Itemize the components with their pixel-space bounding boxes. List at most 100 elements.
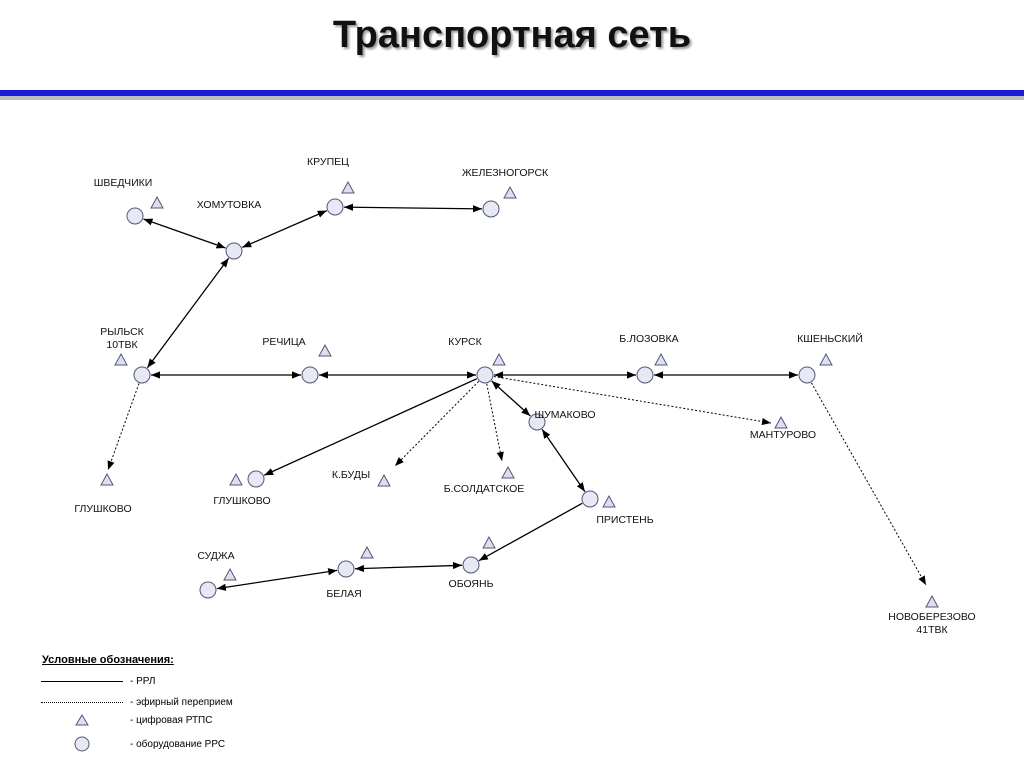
rrs-circle-icon: [301, 366, 319, 384]
node-label: ОБОЯНЬ: [449, 578, 494, 590]
rtps-triangle-icon: [377, 473, 391, 487]
node-label: КШЕНЬСКИЙ: [797, 332, 863, 345]
rrl-link-pristen-oboyan: [478, 502, 583, 562]
rrl-link-belaya-sudzha: [216, 568, 338, 591]
rtps-triangle-icon: [341, 180, 355, 194]
rrl-link-shvedchiki-khomutovka: [143, 218, 226, 249]
legend-rrs: - оборудование РРС: [40, 735, 225, 753]
triangle-icon: [75, 714, 89, 726]
rtps-triangle-icon: [223, 567, 237, 581]
node-glushkovo2: ГЛУШКОВО: [213, 470, 271, 507]
legend-rtps: - цифровая РТПС: [40, 711, 212, 729]
rrs-circle-icon: [482, 200, 500, 218]
node-rechitsa: РЕЧИЦА: [262, 336, 332, 384]
node-label: КРУПЕЦ: [307, 156, 349, 168]
rrs-circle-icon: [581, 490, 599, 508]
node-krupets: КРУПЕЦ: [307, 156, 355, 216]
node-label: ГЛУШКОВО: [213, 495, 270, 507]
node-ksheński: КШЕНЬСКИЙ: [797, 332, 863, 384]
title-rule-grey: [0, 96, 1024, 100]
rrl-link-krupets-zheleznogorsk: [343, 203, 483, 213]
legend-rrl: - РРЛ: [40, 672, 155, 690]
node-label: К.БУДЫ: [332, 469, 370, 481]
legend-air: - эфирный переприем: [40, 693, 233, 711]
node-label: Б.СОЛДАТСКОЕ: [444, 483, 525, 495]
node-oboyan: ОБОЯНЬ: [449, 535, 496, 590]
page-title: Транспортная сеть: [332, 14, 692, 56]
rtps-triangle-icon: [229, 472, 243, 486]
legend-rrl-label: - РРЛ: [130, 675, 156, 687]
nodes-layer: ШВЕДЧИКИ ХОМУТОВКА КРУПЕЦ ЖЕЛЕЗНОГОРСК РЫЛЬС…: [74, 156, 975, 636]
node-kursk: КУРСК: [448, 336, 506, 384]
node-label: ПРИСТЕНЬ: [596, 514, 653, 526]
rrs-circle-icon: [126, 207, 144, 225]
node-label: МАНТУРОВО: [750, 429, 816, 441]
node-label: СУДЖА: [197, 550, 234, 562]
dotted-line-symbol: [41, 701, 123, 703]
rrs-circle-icon: [636, 366, 654, 384]
node-bsoldatskoe: Б.СОЛДАТСКОЕ: [444, 465, 525, 495]
rtps-triangle-icon: [318, 343, 332, 357]
node-sudzha: СУДЖА: [197, 550, 237, 599]
rtps-triangle-icon: [774, 415, 788, 429]
node-zheleznogorsk: ЖЕЛЕЗНОГОРСК: [462, 167, 549, 218]
rtps-triangle-icon: [925, 594, 939, 608]
node-label: ШВЕДЧИКИ: [94, 177, 153, 189]
node-label: ЖЕЛЕЗНОГОРСК: [462, 167, 549, 179]
air-link-rylsk-glushkovo1: [107, 383, 140, 471]
rtps-triangle-icon: [100, 472, 114, 486]
node-label: ГЛУШКОВО: [74, 503, 131, 515]
node-label: РЕЧИЦА: [262, 336, 305, 348]
rrl-link-kursk-shumakovo: [491, 380, 531, 417]
legend-rrs-label: - оборудование РРС: [130, 738, 226, 750]
node-label: ШУМАКОВО: [534, 409, 595, 421]
rrs-circle-icon: [247, 470, 265, 488]
rtps-triangle-icon: [482, 535, 496, 549]
solid-line-symbol: [41, 680, 123, 682]
circle-icon: [74, 736, 90, 752]
legend-title: Условные обозначения:: [42, 654, 174, 666]
rtps-triangle-icon: [602, 494, 616, 508]
node-label: Б.ЛОЗОВКА: [619, 333, 678, 345]
rtps-triangle-icon: [114, 352, 128, 366]
rrs-circle-icon: [462, 556, 480, 574]
air-link-ksheński-novoberezovo: [811, 382, 927, 586]
air-link-kursk-bsoldatskoe: [486, 383, 504, 462]
node-glushkovo1: ГЛУШКОВО: [74, 472, 132, 515]
rrs-circle-icon: [337, 560, 355, 578]
rrs-circle-icon: [133, 366, 151, 384]
legend-rtps-label: - цифровая РТПС: [130, 714, 213, 726]
rrs-circle-icon: [798, 366, 816, 384]
node-label: КУРСК: [448, 336, 482, 348]
rtps-triangle-icon: [819, 352, 833, 366]
node-label: БЕЛАЯ: [326, 588, 361, 600]
node-khomutovka: ХОМУТОВКА: [197, 199, 261, 260]
rtps-triangle-icon: [503, 185, 517, 199]
node-shumakovo: ШУМАКОВО: [528, 409, 596, 431]
rrs-circle-icon: [528, 413, 546, 431]
rrl-link-kursk-glushkovo2: [263, 378, 478, 476]
rtps-triangle-icon: [150, 195, 164, 209]
rrs-circle-icon: [476, 366, 494, 384]
title-rule-blue: [0, 90, 1024, 96]
rrl-link-oboyan-belaya: [354, 561, 463, 573]
air-link-kursk-manturovo: [493, 375, 772, 426]
node-label: ХОМУТОВКА: [197, 199, 261, 211]
node-pristen: ПРИСТЕНЬ: [581, 490, 654, 526]
legend-air-label: - эфирный переприем: [130, 696, 233, 708]
rtps-triangle-icon: [654, 352, 668, 366]
rtps-triangle-icon: [360, 545, 374, 559]
rtps-triangle-icon: [501, 465, 515, 479]
node-shvedchiki: ШВЕДЧИКИ: [94, 177, 164, 225]
node-belaya: БЕЛАЯ: [326, 545, 374, 600]
rtps-triangle-icon: [492, 352, 506, 366]
rrs-circle-icon: [225, 242, 243, 260]
node-manturovo: МАНТУРОВО: [750, 415, 816, 441]
rrl-link-khomutovka-rylsk: [146, 257, 230, 369]
links-layer: [107, 203, 927, 591]
